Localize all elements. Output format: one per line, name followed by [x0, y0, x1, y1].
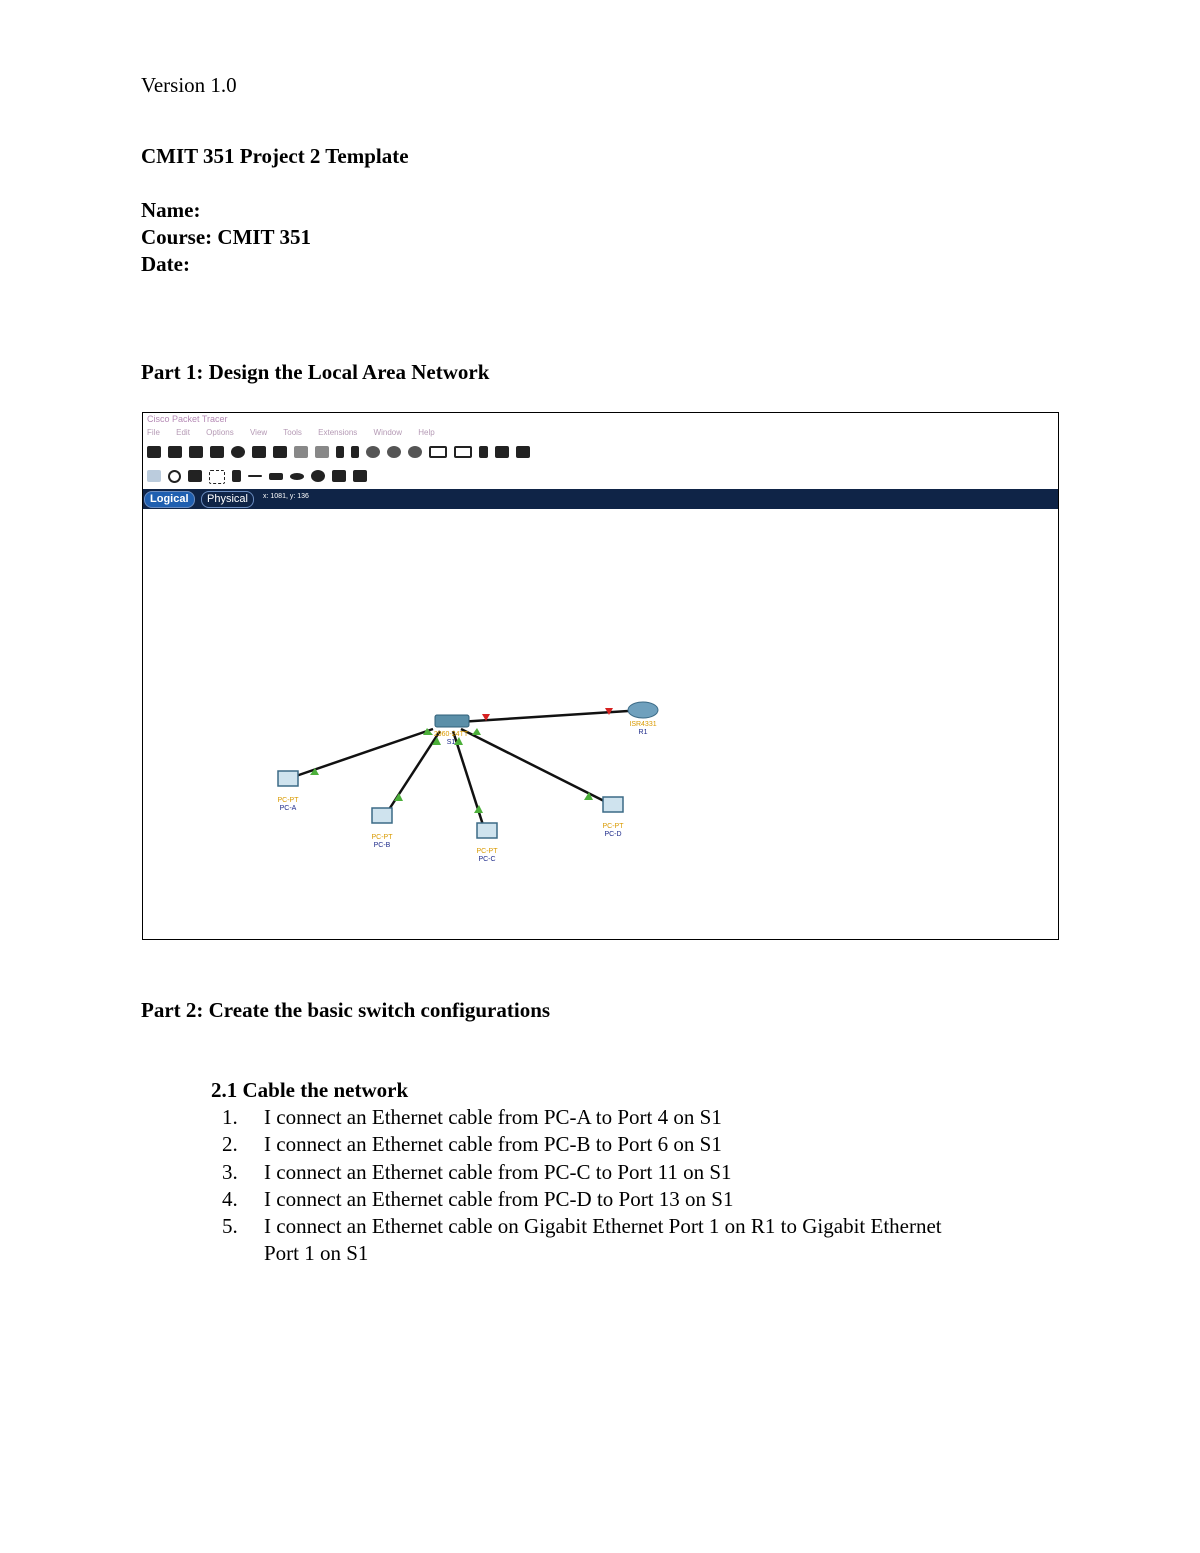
- part2-heading: Part 2: Create the basic switch configur…: [141, 998, 551, 1022]
- pc-icon: [476, 822, 498, 839]
- pc-icon: [602, 796, 624, 813]
- network-topology: [277, 701, 659, 839]
- link-up-indicator: [432, 737, 441, 745]
- menu-item: Extensions: [318, 428, 358, 437]
- cursor-coordinates: x: 1081, y: 136: [263, 493, 309, 500]
- tab-logical: Logical: [144, 491, 195, 508]
- link-up-indicator: [584, 792, 593, 800]
- list-item: 5.I connect an Ethernet cable on Gigabit…: [222, 1214, 942, 1238]
- tab-physical: Physical: [201, 491, 254, 508]
- link-up-indicator: [310, 768, 319, 775]
- list-item: 4.I connect an Ethernet cable from PC-D …: [222, 1187, 734, 1211]
- section-2-1-heading: 2.1 Cable the network: [211, 1078, 409, 1102]
- main-toolbar-icons: [147, 446, 530, 458]
- list-item: 3.I connect an Ethernet cable from PC-C …: [222, 1160, 732, 1184]
- list-item: 1.I connect an Ethernet cable from PC-A …: [222, 1105, 722, 1129]
- switch-icon: [434, 714, 470, 728]
- menu-item: File: [147, 428, 160, 437]
- menu-item: Options: [206, 428, 234, 437]
- link-s1-pcd: [460, 727, 609, 805]
- list-item: 2.I connect an Ethernet cable from PC-B …: [222, 1132, 722, 1156]
- pc-icon: [371, 807, 393, 824]
- link-s1-pca: [292, 727, 434, 779]
- list-item-continuation: Port 1 on S1: [264, 1241, 369, 1265]
- link-up-indicator: [394, 793, 403, 801]
- router-icon: [627, 701, 659, 719]
- app-title: Cisco Packet Tracer: [147, 414, 228, 424]
- menu-item: Help: [418, 428, 435, 437]
- menu-item: View: [249, 428, 268, 437]
- link-up-indicator: [472, 728, 481, 735]
- link-down-indicator: [605, 708, 613, 715]
- version-text: Version 1.0: [141, 73, 237, 97]
- menu-item: Edit: [176, 428, 190, 437]
- link-up-indicator: [454, 737, 463, 745]
- link-s1-r1: [442, 708, 644, 725]
- workspace-tabs-bar: Logical Physical x: 1081, y: 136: [143, 489, 1058, 509]
- name-label: Name:: [141, 198, 201, 222]
- pc-icon: [277, 770, 299, 787]
- course-label: Course: CMIT 351: [141, 225, 311, 249]
- packet-tracer-screenshot: Cisco Packet Tracer File Edit Options Vi…: [142, 412, 1059, 940]
- part1-heading: Part 1: Design the Local Area Network: [141, 360, 490, 384]
- secondary-toolbar-icons: [147, 470, 367, 484]
- link-up-indicator: [423, 728, 433, 735]
- link-down-indicator: [482, 714, 490, 721]
- menu-item: Window: [373, 428, 402, 437]
- menu-item: Tools: [283, 428, 302, 437]
- link-up-indicator: [474, 805, 483, 813]
- date-label: Date:: [141, 252, 190, 276]
- menu-bar: File Edit Options View Tools Extensions …: [147, 428, 449, 437]
- document-title: CMIT 351 Project 2 Template: [141, 144, 409, 168]
